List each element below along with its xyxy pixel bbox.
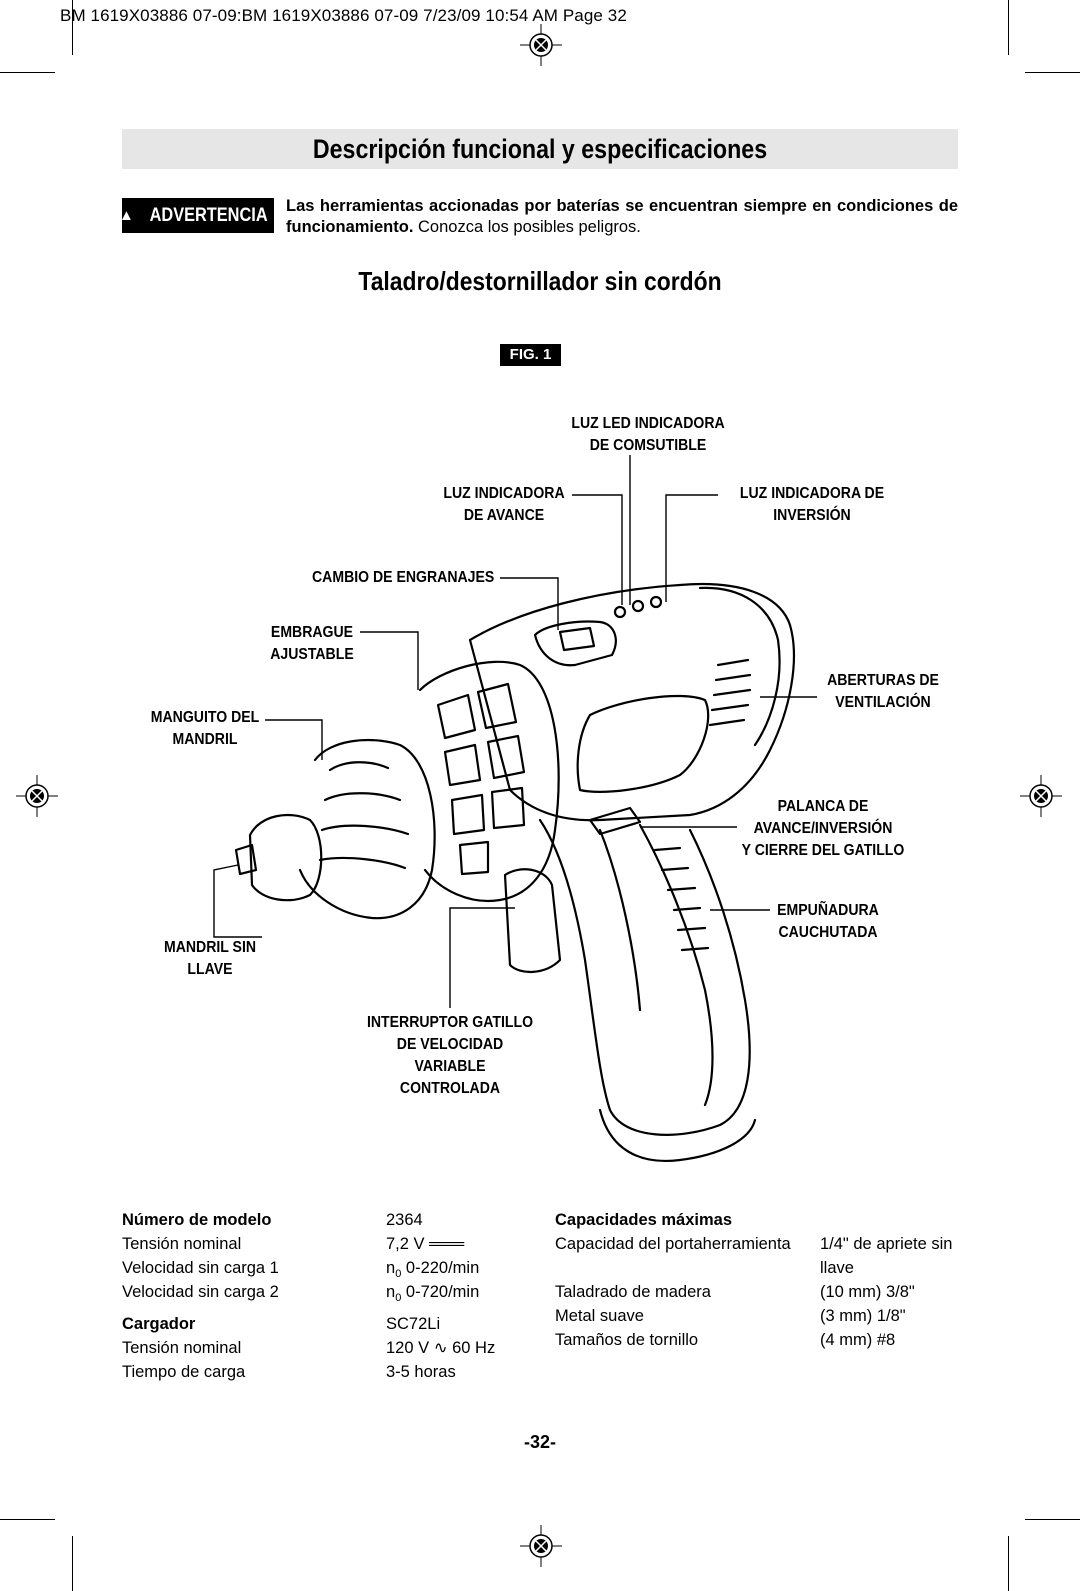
figure-label: FIG. 1: [500, 344, 561, 366]
spec-value-mild-steel: (3 mm) 1/8": [820, 1307, 906, 1325]
crop-mark: [1025, 1519, 1080, 1520]
spec-label-speed-2: Velocidad sin carga 2: [122, 1283, 279, 1301]
spec-label-voltage: Tensión nominal: [122, 1235, 242, 1253]
spec-value-speed-2: n0 0-720/min: [386, 1283, 480, 1304]
crop-mark: [0, 72, 55, 73]
warning-text: Las herramientas accionadas por baterías…: [286, 196, 958, 238]
warning-triangle-icon: ▲: [118, 207, 134, 224]
callout-gear-shift: CAMBIO DE ENGRANAJES: [312, 569, 495, 586]
crop-mark: [72, 0, 73, 55]
spec-label-chuck-capacity: Capacidad del portaherramienta: [555, 1235, 791, 1253]
spec-value-charger: SC72Li: [386, 1315, 441, 1333]
crop-mark: [1008, 1536, 1009, 1591]
trigger: [503, 868, 562, 973]
spec-value-voltage: 7,2 V ═══: [386, 1235, 465, 1253]
leader-forward: [572, 494, 623, 605]
crop-mark: [72, 1536, 73, 1591]
crop-mark: [0, 1519, 55, 1520]
drill-handle: [538, 818, 751, 1136]
leader-trigger: [449, 907, 515, 1008]
warning-bold-text: Las herramientas accionadas por baterías…: [286, 197, 958, 236]
registration-mark-icon: [520, 1525, 562, 1567]
drill-illustration: [213, 455, 817, 1162]
registration-mark-icon: [520, 24, 562, 66]
section-title: Descripción funcional y especificaciones: [312, 134, 768, 164]
spec-label-charger-voltage: Tensión nominal: [122, 1339, 242, 1357]
leader-sleeve: [265, 719, 323, 760]
spec-label-charger: Cargador: [122, 1315, 196, 1333]
spec-value-chuck-capacity-2: llave: [820, 1259, 854, 1277]
leader-reverse: [665, 494, 718, 602]
spec-label-mild-steel: Metal suave: [555, 1307, 644, 1325]
spec-label-charge-time: Tiempo de carga: [122, 1363, 246, 1381]
tool-title: Taladro/destornillador sin cordón: [358, 266, 722, 296]
spec-value-model: 2364: [386, 1211, 423, 1229]
warning-label: ADVERTENCIA: [149, 204, 268, 226]
spec-label-screw-sizes: Tamaños de tornillo: [555, 1331, 699, 1349]
page-number: -32-: [523, 1432, 556, 1452]
registration-mark-icon: [1020, 775, 1062, 817]
spec-label-model: Número de modelo: [122, 1211, 272, 1229]
crop-mark: [1025, 72, 1080, 73]
warning-badge: ▲ ADVERTENCIA: [118, 198, 274, 233]
spec-label-speed-1: Velocidad sin carga 1: [122, 1259, 279, 1277]
leader-gear: [500, 577, 559, 630]
section-title-band: Descripción funcional y especificaciones: [122, 129, 958, 169]
spec-value-charge-time: 3-5 horas: [386, 1363, 456, 1381]
spec-label-wood: Taladrado de madera: [555, 1283, 711, 1301]
spec-value-chuck-capacity: 1/4" de apriete sin: [820, 1235, 953, 1253]
registration-mark-icon: [16, 775, 58, 817]
spec-value-speed-1: n0 0-220/min: [386, 1259, 480, 1280]
spec-value-charger-voltage: 120 V ∿ 60 Hz: [386, 1339, 496, 1357]
spec-header-capacities: Capacidades máximas: [555, 1211, 733, 1229]
leader-clutch: [360, 631, 419, 690]
spec-value-screw-sizes: (4 mm) #8: [820, 1331, 896, 1349]
warning-normal-text: Conozca los posibles peligros.: [413, 218, 641, 236]
spec-value-wood: (10 mm) 3/8": [820, 1283, 915, 1301]
leader-keyless: [213, 864, 262, 938]
crop-mark: [1008, 0, 1009, 55]
print-slug: BM 1619X03886 07-09:BM 1619X03886 07-09 …: [60, 6, 627, 25]
